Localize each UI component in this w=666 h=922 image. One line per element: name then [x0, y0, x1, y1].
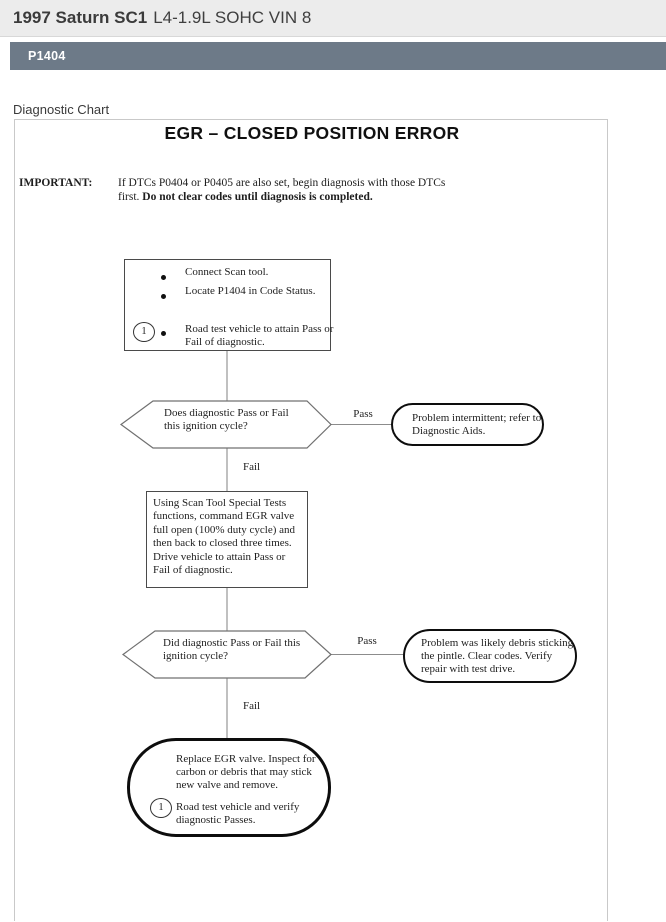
decision2-text: Did diagnostic Pass or Fail this ignitio…: [163, 637, 301, 662]
vehicle-subtitle: L4-1.9L SOHC VIN 8: [153, 8, 312, 27]
result1-text: Problem intermittent; refer to Diagnosti…: [412, 411, 542, 437]
step2-box: [146, 491, 308, 588]
decision1-hexagon: [119, 400, 332, 449]
important-text: If DTCs P0404 or P0405 are also set, beg…: [118, 177, 454, 204]
important-text-normal: If DTCs P0404 or P0405 are also set, beg…: [118, 177, 446, 203]
important-text-bold: Do not clear codes until diagnosis is co…: [142, 190, 373, 203]
result1-box: Problem intermittent; refer to Diagnosti…: [391, 403, 544, 446]
step3-box: Replace EGR valve. Inspect for carbon or…: [127, 738, 331, 837]
chart-title: EGR – CLOSED POSITION ERROR: [164, 123, 460, 143]
result2-text: Problem was likely debris sticking the p…: [421, 636, 574, 675]
bullet-icon: [161, 294, 166, 299]
decision1-text: Does diagnostic Pass or Fail this igniti…: [164, 407, 289, 432]
decision1-pass-label: Pass: [353, 408, 373, 420]
dtc-code-bar[interactable]: P1404: [10, 42, 666, 70]
important-label: IMPORTANT:: [19, 177, 93, 189]
vehicle-title: 1997 Saturn SC1: [13, 8, 148, 27]
section-label: Diagnostic Chart: [13, 102, 110, 117]
step1-bullet3: Road test vehicle to attain Pass or Fail…: [185, 323, 334, 348]
step3-text: Replace EGR valve. Inspect for carbon or…: [176, 753, 316, 791]
diagnostic-chart: EGR – CLOSED POSITION ERROR IMPORTANT: I…: [14, 119, 608, 921]
step2-text: Using Scan Tool Special Tests functions,…: [153, 497, 296, 577]
decision1-fail-label: Fail: [243, 461, 261, 473]
decision2-hexagon: [121, 630, 332, 679]
bullet-icon: [161, 331, 166, 336]
step3-footnote-text: Road test vehicle and verify diagnostic …: [176, 801, 300, 826]
decision2-pass-label: Pass: [357, 635, 377, 647]
decision2-fail-label: Fail: [243, 700, 261, 712]
step1-box: [124, 259, 331, 351]
result2-box: Problem was likely debris sticking the p…: [403, 629, 577, 683]
footnote-1-circle: 1: [133, 322, 155, 342]
footnote-1-circle: 1: [150, 798, 172, 818]
step1-bullet2: Locate P1404 in Code Status.: [185, 285, 316, 297]
bullet-icon: [161, 275, 166, 280]
vehicle-header-bar: 1997 Saturn SC1 L4-1.9L SOHC VIN 8: [0, 0, 666, 37]
step1-bullet1: Connect Scan tool.: [185, 266, 269, 278]
dtc-code-label: P1404: [28, 49, 66, 63]
flowchart-connectors: [119, 351, 405, 739]
